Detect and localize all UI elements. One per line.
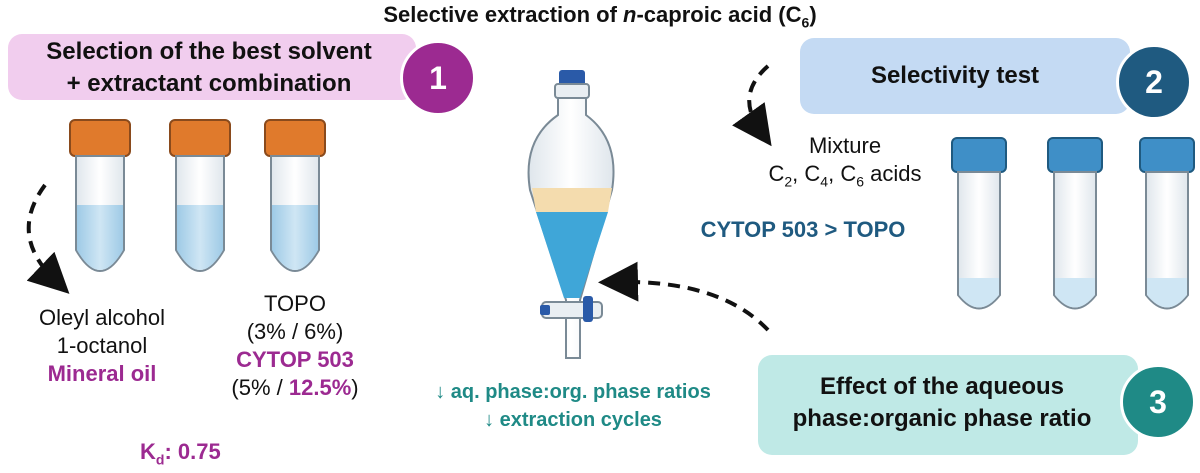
section2-banner [800,38,1130,114]
solvent-oleyl: Oleyl alcohol [39,305,165,330]
solvent-list: Oleyl alcohol 1-octanol Mineral oil [12,304,192,388]
arrow-section3 [598,261,770,332]
tube-selectivity-1 [951,137,1007,310]
diagram-title: Selective extraction of n-caproic acid (… [383,2,817,31]
section3-title: Effect of the aqueous phase:organic phas… [792,373,1092,432]
ratio-notes: ↓ aq. phase:org. phase ratios ↓ extracti… [435,381,711,431]
section1-banner [8,34,416,100]
acids-label: C2, C4, C6 acids [768,161,922,190]
solvent-octanol: 1-octanol [56,333,148,358]
arrow-section1 [26,183,70,294]
extractant-topo-conc: (3% / 6%) [246,319,344,344]
arrow-section2 [732,64,772,147]
tube-octanol [169,119,231,272]
tube-oleyl [69,119,131,272]
section2-title: Selectivity test [870,62,1040,89]
section2-number-badge: 2 [1116,44,1192,120]
tube-mineral-oil [264,119,326,272]
mixture-label: Mixture C2, C4, C6 acids [740,132,950,195]
tube-selectivity-3 [1139,137,1195,310]
section1-title: Selection of the best solvent + extracta… [46,38,372,97]
kd-value: Kd: 0.75 [140,439,221,468]
section1-number-badge: 1 [400,40,476,116]
extractant-cytop: CYTOP 503 [236,347,354,372]
tube-selectivity-2 [1047,137,1103,310]
section3-number-badge: 3 [1120,364,1196,440]
separatory-funnel [527,70,615,359]
solvent-mineral-oil: Mineral oil [47,361,157,386]
section3-banner [758,355,1138,455]
extractant-topo: TOPO [264,291,326,316]
extractant-cytop-conc: (5% / 12.5%) [231,375,359,400]
extractant-list: TOPO (3% / 6%) CYTOP 503 (5% / 12.5%) [200,290,390,402]
selectivity-result: CYTOP 503 > TOPO [700,217,906,242]
